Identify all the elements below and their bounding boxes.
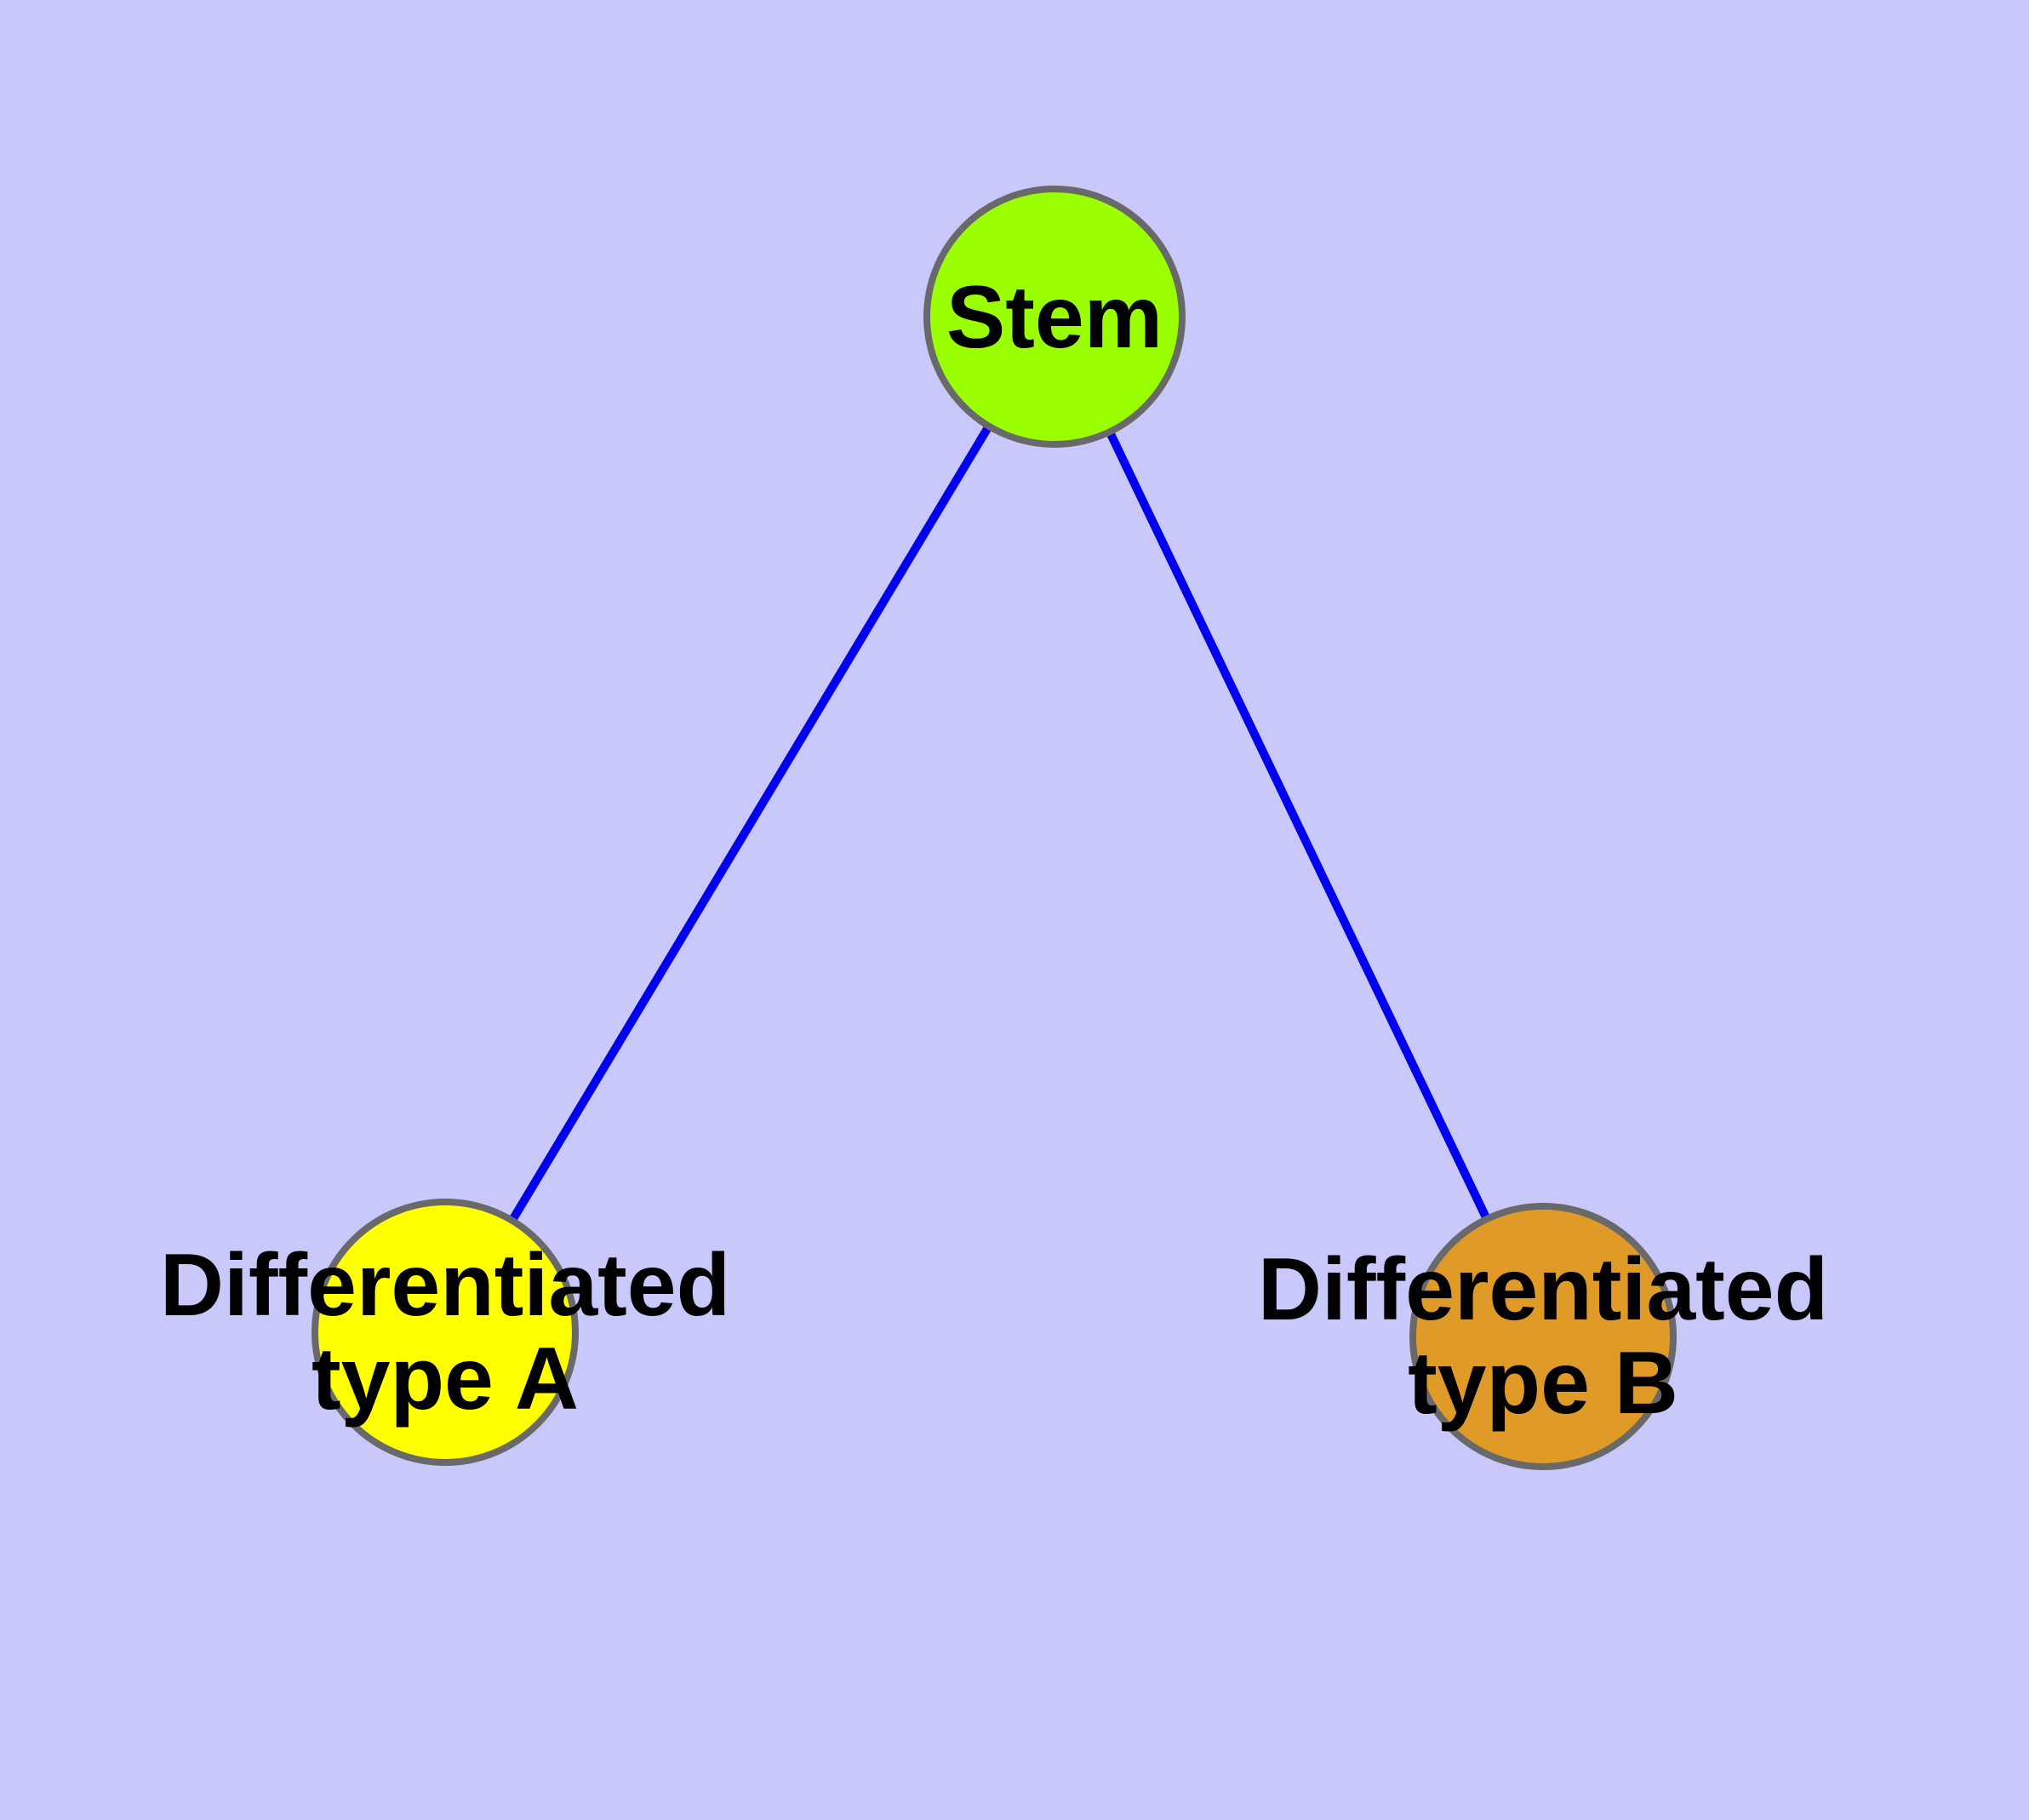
differentiated-type-b-label-line-2: type B bbox=[1408, 1334, 1678, 1433]
node-differentiated-type-a[interactable]: Differentiated type A bbox=[160, 1199, 730, 1466]
node-layer: Stem Differentiated type A Differentiate… bbox=[160, 186, 1828, 1470]
node-stem[interactable]: Stem bbox=[923, 186, 1186, 448]
stem-node-circle[interactable] bbox=[923, 186, 1186, 448]
differentiated-type-a-label-line-2: type A bbox=[311, 1330, 579, 1428]
stem-node-label: Stem bbox=[946, 268, 1163, 367]
differentiated-type-a-label-line-1: Differentiated bbox=[160, 1236, 730, 1335]
edge-layer bbox=[441, 314, 1547, 1339]
node-differentiated-type-b[interactable]: Differentiated type B bbox=[1258, 1203, 1828, 1470]
differentiated-type-b-label-line-1: Differentiated bbox=[1258, 1240, 1828, 1339]
differentiated-type-b-node-circle[interactable] bbox=[1409, 1203, 1677, 1470]
differentiated-type-a-node-circle[interactable] bbox=[311, 1199, 579, 1466]
edge-stem-to-differentiated-type-a[interactable] bbox=[441, 314, 1059, 1335]
edge-stem-to-differentiated-type-b[interactable] bbox=[1050, 314, 1547, 1339]
